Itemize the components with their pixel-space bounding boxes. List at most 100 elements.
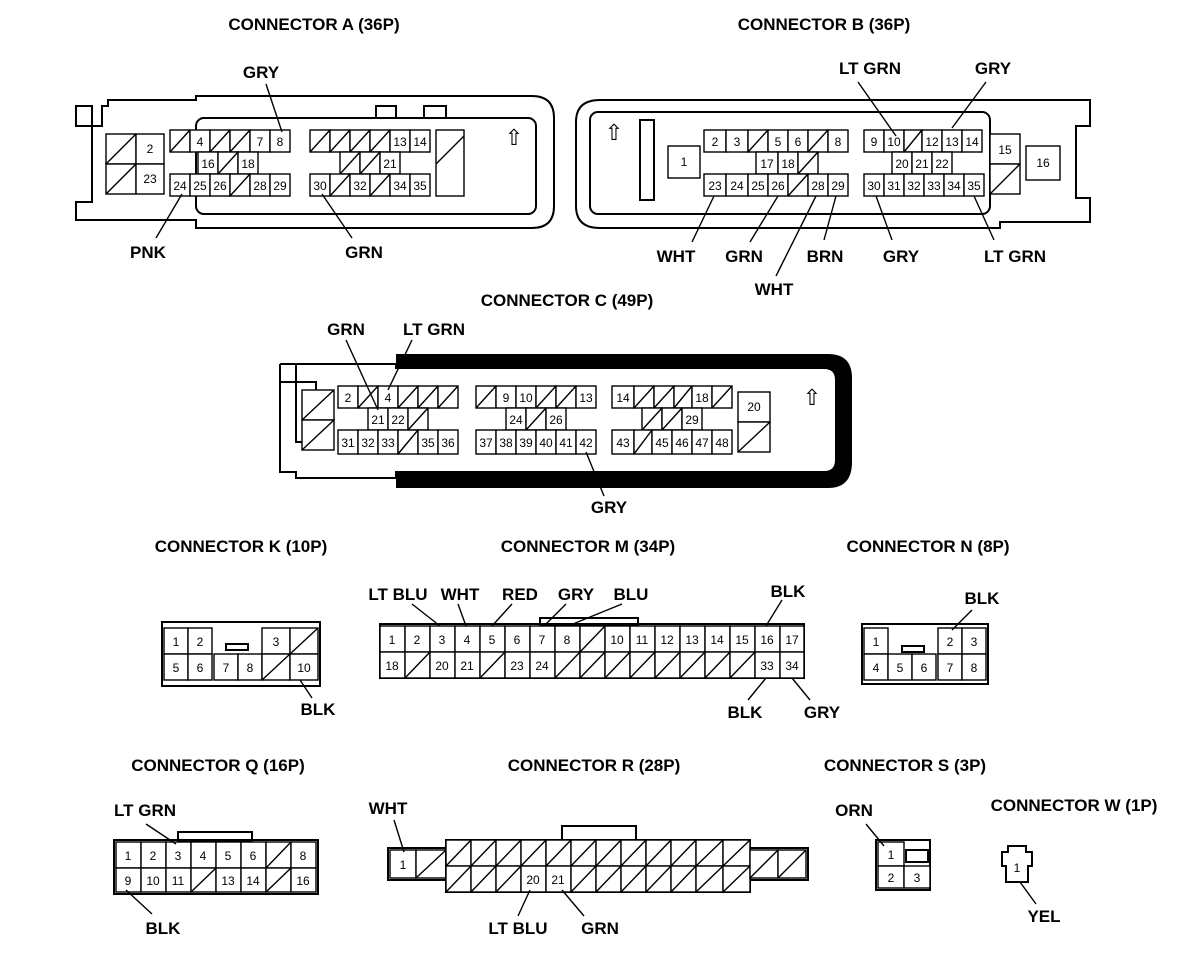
- connector-n: CONNECTOR N (8P) 1 2 3 4 5 6 7 8 BLK: [846, 537, 1010, 685]
- pin-label: 3: [734, 135, 741, 149]
- pin-label: 7: [539, 633, 546, 647]
- pin-label: 7: [257, 135, 264, 149]
- connector-m-pin: [554, 625, 581, 653]
- pin-label: 15: [998, 143, 1012, 157]
- pin-label: 28: [253, 179, 267, 193]
- connector-c-title: CONNECTOR C (49P): [481, 291, 654, 310]
- pin-label: 1: [389, 633, 396, 647]
- pin-label: 21: [460, 659, 474, 673]
- wire-label-wht: WHT: [369, 799, 408, 818]
- pin-label: 26: [771, 179, 785, 193]
- pin-label: 31: [341, 436, 355, 450]
- connector-k: CONNECTOR K (10P) 1 2 3 5 6 7 8 10 BLK: [155, 537, 336, 719]
- pin-label: 3: [914, 871, 921, 885]
- connector-r-latch: [561, 825, 637, 841]
- connector-a-arrow-icon: ⇧: [505, 125, 523, 150]
- connector-b-pin: [961, 129, 983, 153]
- pin-label: 10: [146, 874, 160, 888]
- pin-label: 39: [519, 436, 533, 450]
- pin-label: 33: [760, 659, 774, 673]
- wire-label-blu: BLU: [614, 585, 649, 604]
- connector-m: CONNECTOR M (34P) 1 2 3 4 5 6 7 8 10 11 …: [368, 537, 840, 722]
- pin-label: 1: [125, 849, 132, 863]
- pin-label: 10: [887, 135, 901, 149]
- pin-label: 14: [413, 135, 427, 149]
- connector-n-pin: [961, 627, 987, 655]
- connector-a-latch-2: [423, 105, 447, 119]
- pin-label: 20: [435, 659, 449, 673]
- wire-label-yel: YEL: [1027, 907, 1060, 926]
- connector-n-pin: [887, 653, 913, 681]
- pin-label: 13: [945, 135, 959, 149]
- connector-q-pin: [215, 841, 242, 869]
- connector-n-pin: [961, 653, 987, 681]
- wire-label-wht: WHT: [657, 247, 696, 266]
- pin-label: 5: [897, 661, 904, 675]
- pin-label: 26: [549, 413, 563, 427]
- wire-label-blk: BLK: [771, 582, 807, 601]
- pin-label: 6: [514, 633, 521, 647]
- connector-m-pin: [779, 651, 805, 679]
- wire-label-lt-grn: LT GRN: [403, 320, 465, 339]
- pin-label: 24: [509, 413, 523, 427]
- pin-label: 9: [503, 391, 510, 405]
- wire-label-lt-grn: LT GRN: [114, 801, 176, 820]
- pin-label: 5: [775, 135, 782, 149]
- pin-label: 14: [246, 874, 260, 888]
- pin-label: 10: [519, 391, 533, 405]
- pin-label: 8: [835, 135, 842, 149]
- connector-r-title: CONNECTOR R (28P): [508, 756, 681, 775]
- pin-label: 7: [223, 661, 230, 675]
- connector-q-pin: [165, 867, 192, 893]
- connector-c-arrow-icon: ⇧: [803, 385, 821, 410]
- wire-label-lt-blu: LT BLU: [488, 919, 547, 938]
- wire-label-red: RED: [502, 585, 538, 604]
- pin-label: 18: [385, 659, 399, 673]
- pin-label: 4: [385, 391, 392, 405]
- pin-label: 24: [730, 179, 744, 193]
- pin-label: 1: [873, 635, 880, 649]
- connector-b: CONNECTOR B (36P) ⇧ 1 2 3 5 6 8 17 18 23…: [575, 15, 1091, 299]
- pin-label: 24: [173, 179, 187, 193]
- pin-label: 6: [250, 849, 257, 863]
- wire-label-lt-blu: LT BLU: [368, 585, 427, 604]
- connector-n-pin: [911, 653, 937, 681]
- pin-label: 38: [499, 436, 513, 450]
- wire-label-gry: GRY: [975, 59, 1012, 78]
- connector-q-pin: [290, 867, 317, 893]
- connector-b-pin: [989, 133, 1021, 165]
- connector-a-title: CONNECTOR A (36P): [228, 15, 399, 34]
- connector-c-shell: [396, 354, 852, 488]
- pin-label: 48: [715, 436, 729, 450]
- connector-n-latch: [901, 645, 925, 653]
- pin-label: 22: [935, 157, 949, 171]
- pin-label: 29: [273, 179, 287, 193]
- connector-k-pin: [187, 653, 213, 681]
- pin-label: 40: [539, 436, 553, 450]
- pin-label: 9: [871, 135, 878, 149]
- pin-label: 46: [675, 436, 689, 450]
- pin-label: 4: [873, 661, 880, 675]
- connector-c-pin: [575, 385, 597, 409]
- pin-label: 35: [413, 179, 427, 193]
- connector-q-pin: [240, 841, 267, 869]
- connector-r: CONNECTOR R (28P) 1 20 21: [369, 756, 809, 938]
- connector-m-pin: [629, 625, 656, 653]
- connector-m-pin: [754, 625, 781, 653]
- wire-label-grn: GRN: [345, 243, 383, 262]
- connector-q-pin: [165, 841, 192, 869]
- pin-label: 24: [535, 659, 549, 673]
- connector-a-housing: [75, 95, 555, 229]
- wire-label-gry-2: GRY: [804, 703, 841, 722]
- pin-label: 5: [225, 849, 232, 863]
- wire-label-lt-grn-2: LT GRN: [984, 247, 1046, 266]
- connector-m-title: CONNECTOR M (34P): [501, 537, 675, 556]
- pin-label: 33: [927, 179, 941, 193]
- pin-label: 28: [811, 179, 825, 193]
- wire-label-orn: ORN: [835, 801, 873, 820]
- connector-c-pin: [711, 429, 733, 455]
- pin-label: 23: [708, 179, 722, 193]
- wire-label-gry-2: GRY: [883, 247, 920, 266]
- connector-m-pin: [679, 625, 706, 653]
- connector-r-pin: [389, 849, 417, 879]
